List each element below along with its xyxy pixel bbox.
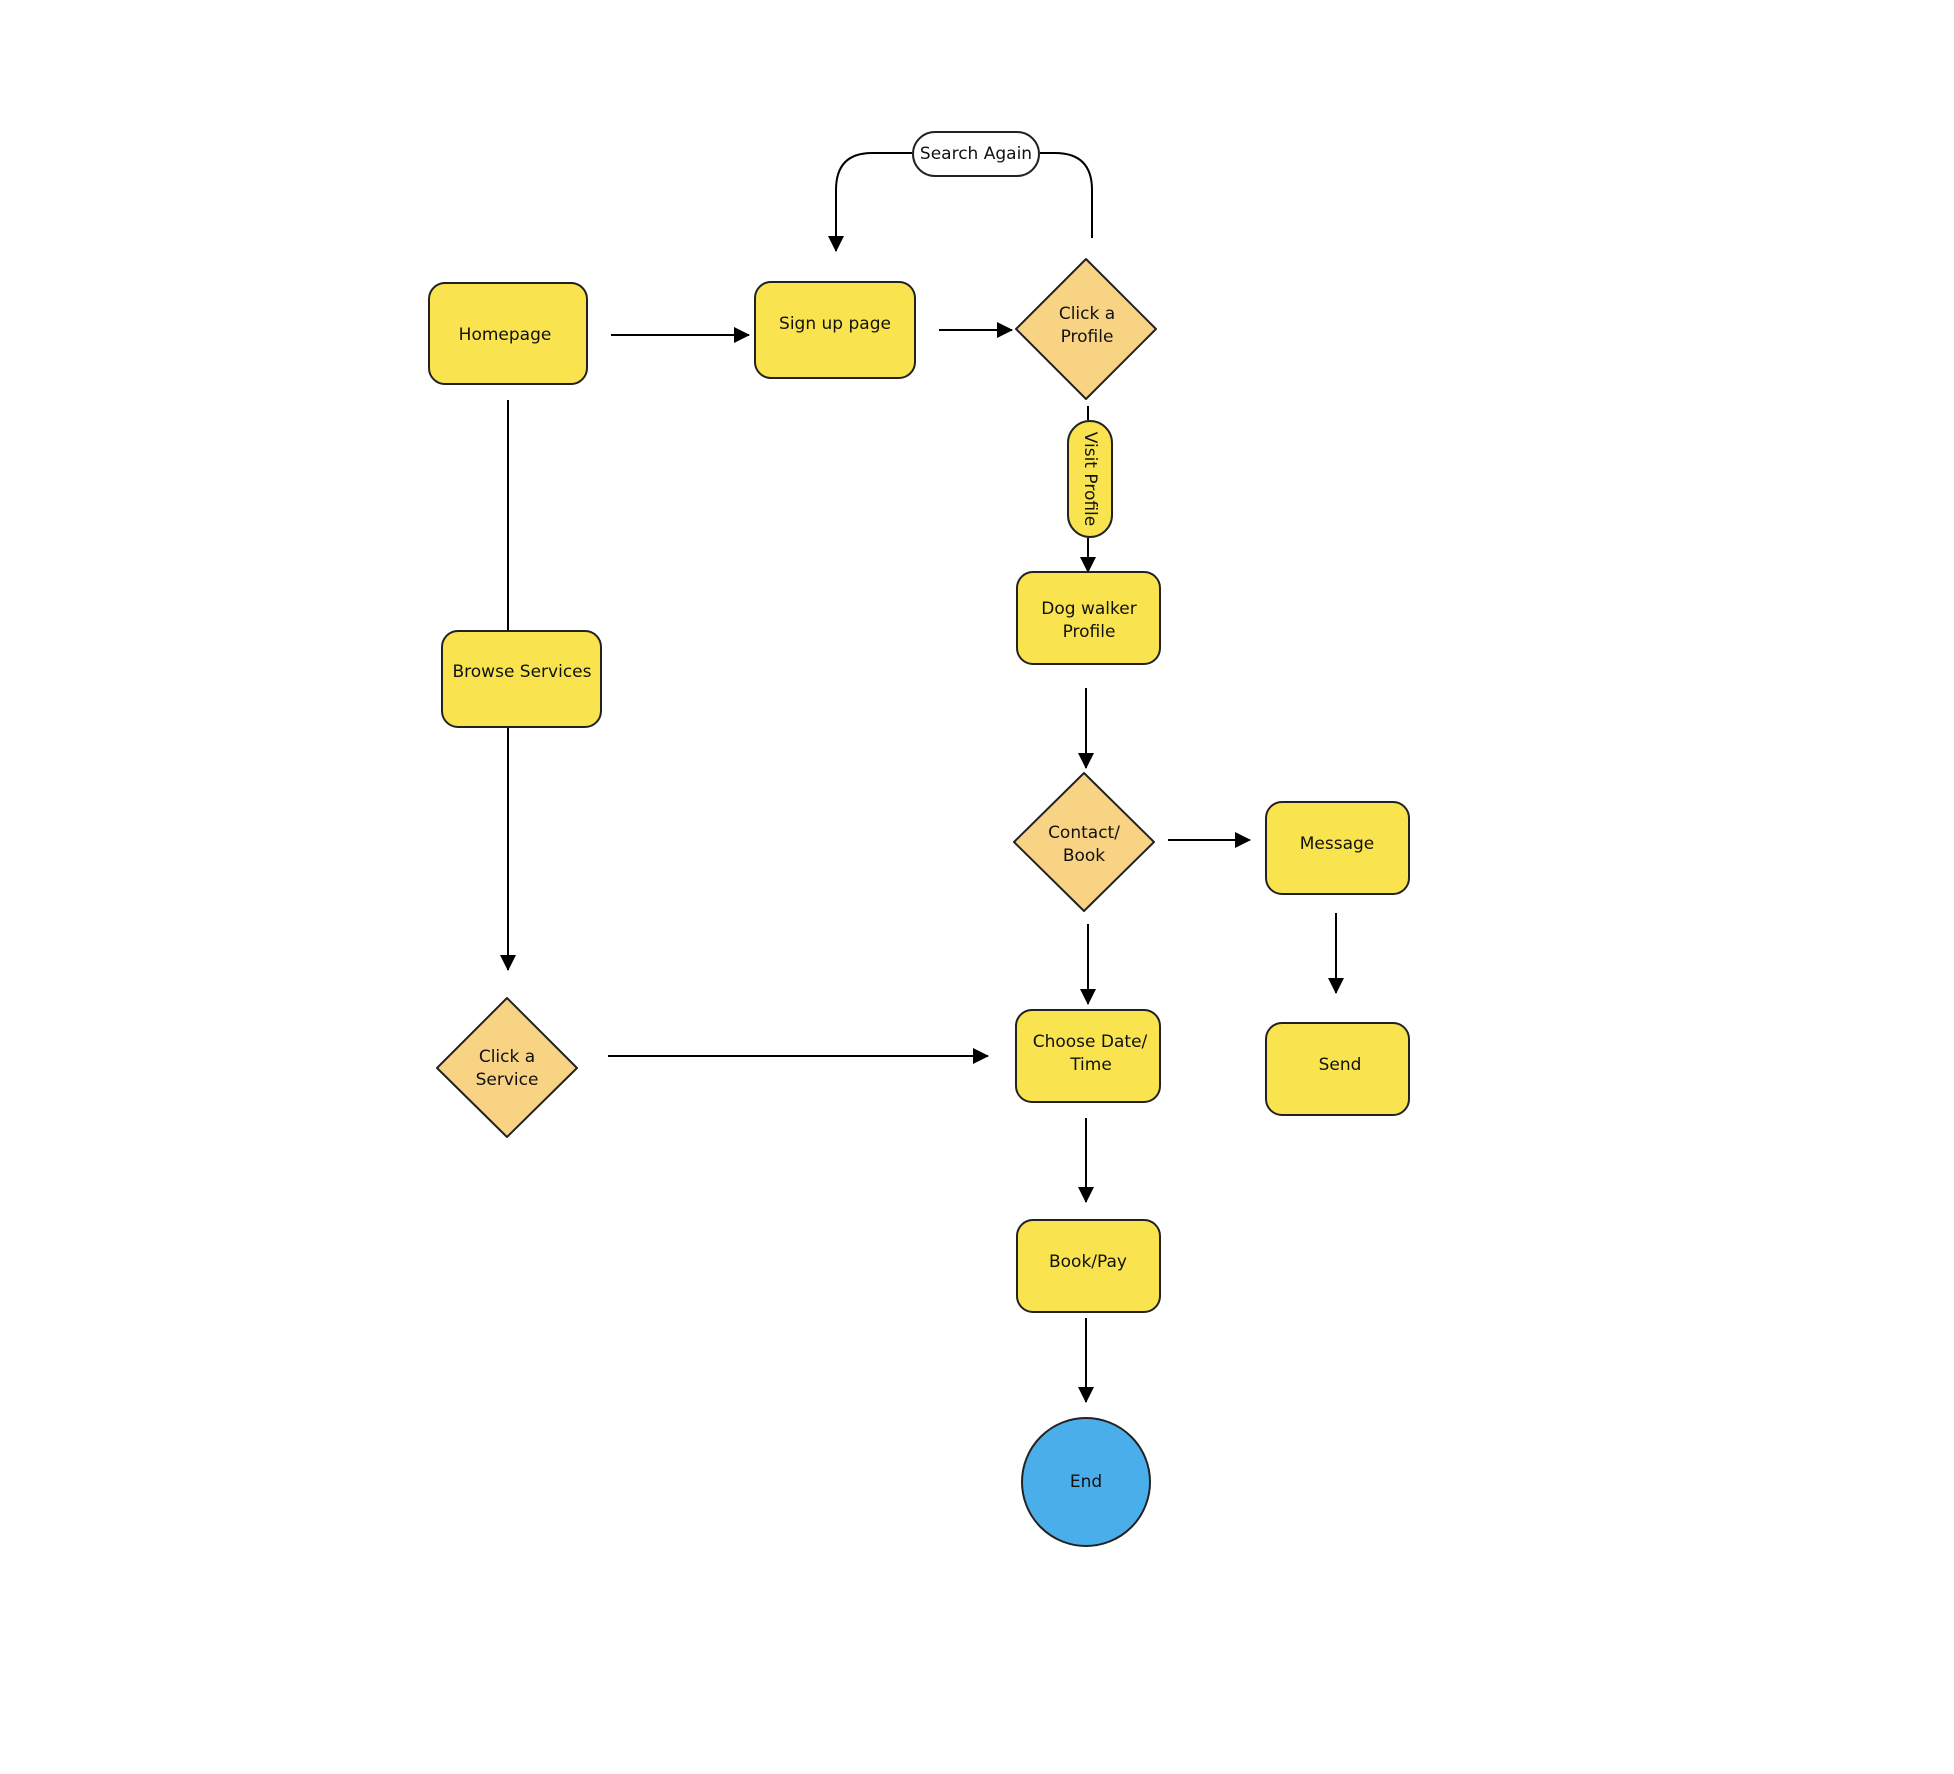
message-node: Message: [1265, 801, 1410, 895]
search-again-label-box: Search Again: [912, 131, 1040, 177]
dog-walker-label-line2: Profile: [1063, 622, 1116, 642]
contact-book-decision: Contact/ Book: [1013, 772, 1155, 912]
click-service-label-line2: Service: [476, 1070, 539, 1090]
visit-profile-label-box: Visit Profile: [1067, 420, 1113, 538]
book-pay-label: Book/Pay: [1049, 1252, 1127, 1272]
end-label: End: [1070, 1472, 1102, 1492]
send-node: Send: [1265, 1022, 1410, 1116]
connectors: [500, 152, 1344, 1403]
signup-label: Sign up page: [779, 314, 891, 334]
message-label: Message: [1300, 834, 1375, 854]
dog-walker-label-line1: Dog walker: [1041, 599, 1136, 619]
homepage-label: Homepage: [459, 325, 552, 345]
send-label: Send: [1319, 1055, 1362, 1075]
visit-profile-label: Visit Profile: [1080, 432, 1100, 527]
contact-book-label-line1: Contact/: [1048, 823, 1120, 843]
choose-date-label-line1: Choose Date/: [1033, 1032, 1148, 1052]
book-pay-node: Book/Pay: [1016, 1219, 1161, 1313]
click-profile-label-line2: Profile: [1061, 327, 1114, 347]
browse-services-node: Browse Services: [441, 630, 602, 728]
homepage-node: Homepage: [428, 282, 588, 385]
choose-date-node: Choose Date/ Time: [1015, 1009, 1161, 1103]
loop-search-again-right: [1040, 152, 1093, 238]
click-profile-decision: Click a Profile: [1015, 258, 1157, 400]
loop-search-again-left: [828, 152, 912, 252]
click-service-decision: Click a Service: [436, 997, 578, 1138]
click-profile-label-line1: Click a: [1059, 304, 1115, 324]
search-again-label: Search Again: [920, 144, 1032, 164]
choose-date-label-line2: Time: [1069, 1055, 1112, 1075]
browse-services-label: Browse Services: [453, 662, 592, 682]
signup-node: Sign up page: [754, 281, 916, 379]
click-service-label-line1: Click a: [479, 1047, 535, 1067]
contact-book-label-line2: Book: [1063, 846, 1105, 866]
dog-walker-node: Dog walker Profile: [1016, 571, 1161, 665]
end-node: End: [1021, 1417, 1151, 1547]
